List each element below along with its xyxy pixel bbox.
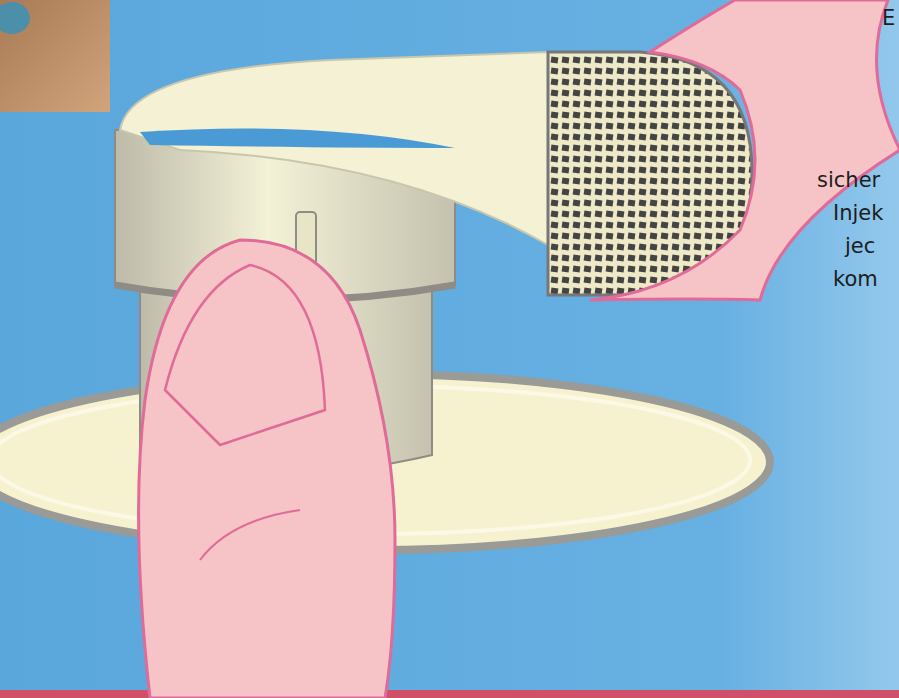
- text-fragment: kom: [833, 269, 878, 290]
- thumb-nail: [165, 265, 325, 445]
- text-fragment: Injek: [833, 203, 883, 224]
- thumb-crease: [200, 510, 300, 560]
- bottom-rule: [0, 690, 899, 698]
- thumb: [139, 240, 395, 698]
- lid-gap: [140, 128, 455, 148]
- lid-top: [120, 52, 548, 245]
- text-fragment: sicher: [817, 170, 880, 191]
- text-fragment: E: [882, 8, 895, 29]
- text-fragment: jec: [845, 236, 875, 257]
- photo-detail: [0, 2, 30, 34]
- finger: [590, 0, 899, 300]
